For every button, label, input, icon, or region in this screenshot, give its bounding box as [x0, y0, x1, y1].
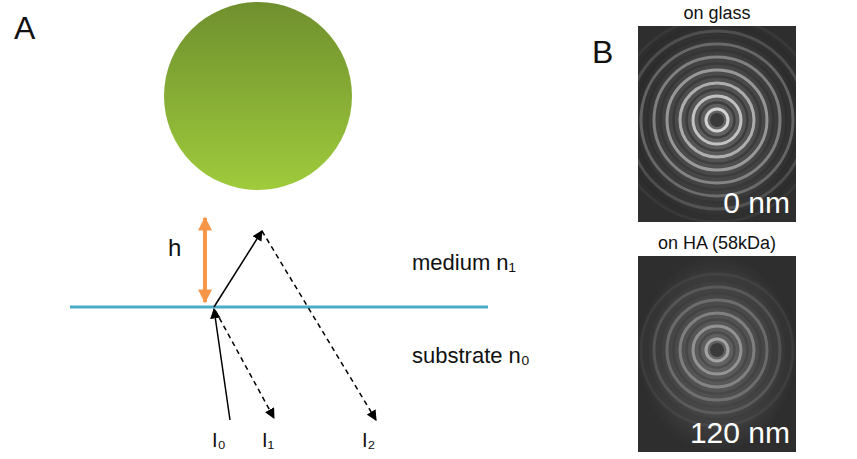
transmitted-ray [214, 231, 262, 307]
interface-line [70, 306, 488, 309]
height-arrow [203, 218, 207, 302]
reflected-ray [262, 231, 376, 420]
micrograph-panel: on glass 0 nm [638, 4, 796, 222]
panel-heading: on HA (58kDa) [638, 234, 796, 252]
panel-letter: A [14, 12, 35, 44]
panel-heading: on glass [638, 4, 796, 22]
height-value: 0 nm [723, 188, 790, 218]
sphere [164, 2, 352, 190]
micrograph-panel: on HA (58kDa) 120 nm [638, 234, 796, 452]
intensity-label: I₁ [262, 430, 274, 450]
incident-ray [214, 309, 230, 420]
reflected-ray [215, 310, 274, 418]
intensity-label: I₂ [362, 430, 375, 450]
medium-label: medium n₁ [412, 252, 516, 274]
height-value: 120 nm [690, 418, 790, 448]
intensity-label: I₀ [212, 430, 226, 450]
panel-letter: B [592, 36, 613, 68]
substrate-label: substrate n₀ [412, 345, 530, 367]
dimension-label: h [168, 236, 181, 260]
